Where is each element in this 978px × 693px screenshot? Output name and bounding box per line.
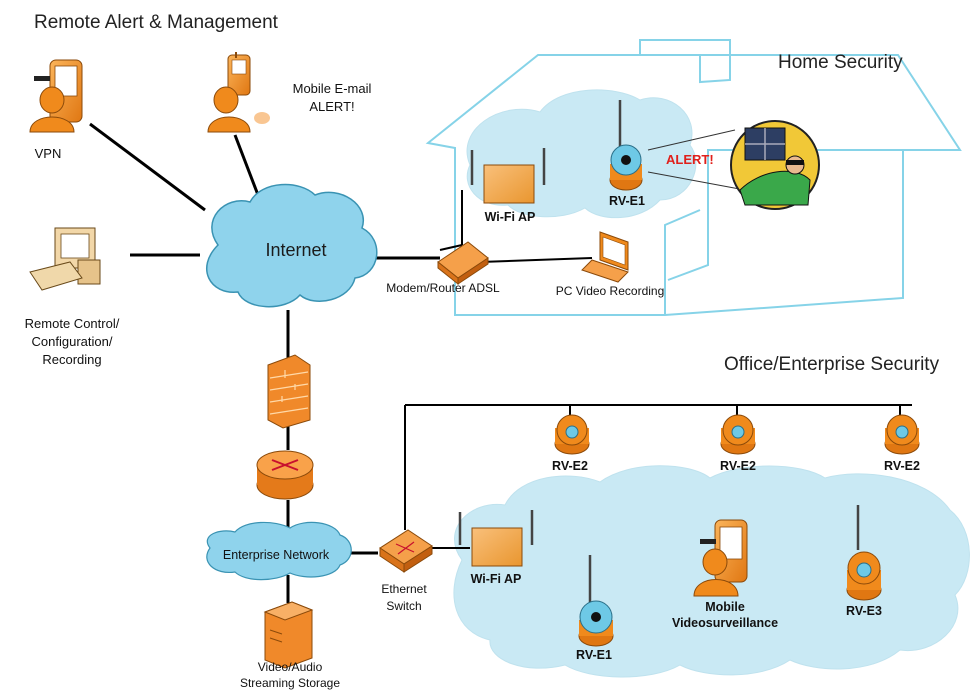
rv-e3-label: RV-E3 [846, 604, 882, 618]
mobile-email-user-icon [207, 52, 270, 133]
wifi-ap-office-label: Wi-Fi AP [470, 572, 522, 586]
wifi-ap-home-label: Wi-Fi AP [484, 210, 536, 224]
pc-video-recording-label: PC Video Recording [555, 284, 665, 298]
router-icon [256, 450, 314, 500]
ethernet-switch-label-line2: Switch [386, 599, 422, 613]
rv-e3-camera-icon [846, 505, 882, 601]
mobile-videosurveillance-user-icon [693, 519, 748, 597]
rv-e2-camera-b-icon [720, 414, 756, 455]
modem-router-icon [437, 241, 489, 286]
mobile-email-label-line2: ALERT! [309, 99, 355, 114]
connection-lines [89, 122, 440, 603]
rv-e2-c-label: RV-E2 [884, 459, 920, 473]
ethernet-switch-icon [379, 529, 433, 573]
ethernet-switch-label-line1: Ethernet [381, 582, 427, 596]
remote-control-label-line2: Configuration/ [31, 334, 113, 349]
storage-label-line2: Streaming Storage [239, 676, 341, 690]
modem-router-label: Modem/Router ADSL [386, 281, 500, 295]
internet-cloud [206, 183, 378, 308]
remote-control-label-line1: Remote Control/ [24, 316, 120, 331]
vpn-label: VPN [34, 146, 62, 161]
rv-e1-office-camera-icon [578, 555, 614, 647]
rv-e1-home-camera-icon [609, 100, 643, 191]
remote-control-label-line3: Recording [42, 352, 102, 367]
alert-label: ALERT! [666, 152, 714, 167]
rv-e1-office-label: RV-E1 [576, 648, 612, 662]
mobile-videosurveillance-label-line2: Videosurveillance [671, 616, 779, 630]
pc-video-recording-laptop-icon [581, 231, 629, 283]
section-title-office: Office/Enterprise Security [724, 354, 940, 375]
wifi-ap-office-icon [458, 510, 534, 567]
storage-server-icon [263, 601, 314, 669]
mobile-videosurveillance-label-line1: Mobile [705, 600, 745, 614]
enterprise-network-label: Enterprise Network [222, 548, 330, 562]
rv-e2-a-label: RV-E2 [552, 459, 588, 473]
mobile-email-label-line1: Mobile E-mail [292, 81, 372, 96]
section-title-home: Home Security [778, 52, 903, 73]
rv-e2-camera-a-icon [554, 414, 590, 455]
section-title-remote: Remote Alert & Management [34, 12, 278, 33]
wifi-ap-home-icon [470, 148, 546, 204]
rv-e2-camera-c-icon [884, 414, 920, 455]
vpn-user-icon [29, 59, 83, 133]
intruder-alert-illustration [647, 120, 820, 210]
rv-e2-b-label: RV-E2 [720, 459, 756, 473]
thin-lines [404, 190, 912, 549]
internet-label: Internet [265, 240, 327, 260]
remote-control-pc-icon [29, 227, 101, 291]
firewall-icon [267, 354, 311, 429]
enterprise-network-cloud [206, 521, 352, 581]
rv-e1-home-label: RV-E1 [609, 194, 645, 208]
storage-label-line1: Video/Audio [257, 660, 323, 674]
